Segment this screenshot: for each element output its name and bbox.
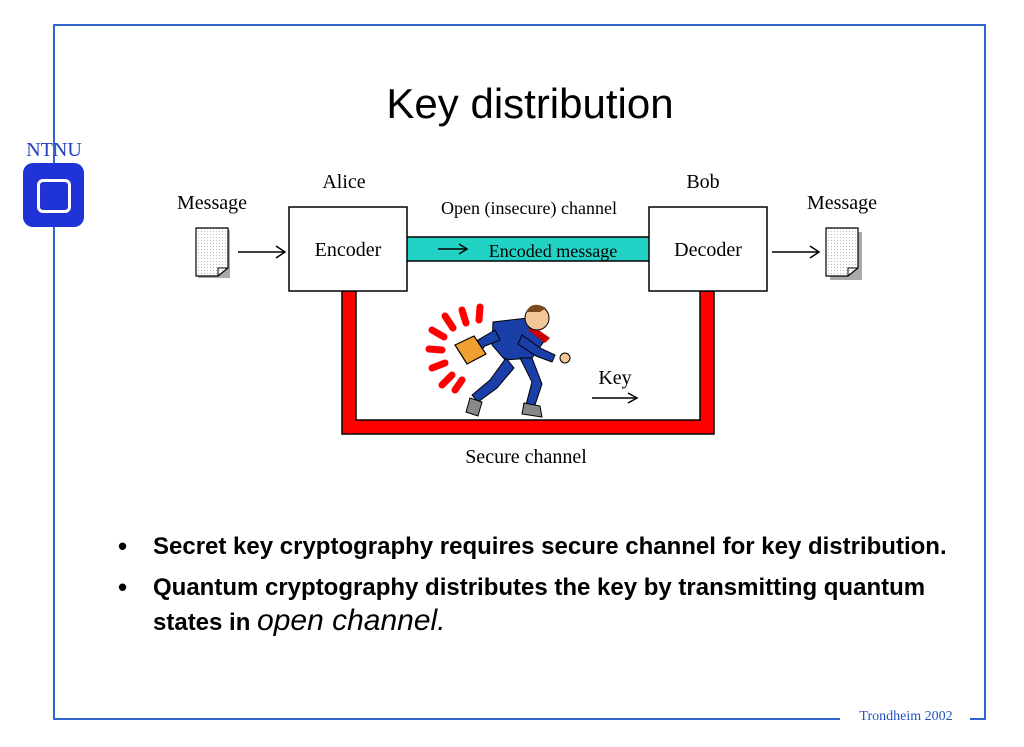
- encoder-box: [288, 206, 408, 292]
- logo-label: NTNU: [26, 139, 82, 161]
- message-document-icon-left: [195, 227, 230, 278]
- decoder-box: [648, 206, 768, 292]
- arrow-icon-message-to-encoder: [238, 245, 287, 259]
- arrow-icon-encoded-message: [438, 243, 469, 255]
- arrow-icon-decoder-to-message: [772, 245, 821, 259]
- bullet-text: Quantum cryptography distributes the key…: [153, 574, 926, 636]
- decoder-label: Decoder: [674, 239, 742, 261]
- secure-channel-label: Secure channel: [465, 446, 587, 468]
- running-courier-icon: [425, 303, 571, 418]
- open-channel-label: Open (insecure) channel: [441, 198, 617, 219]
- encoder-label: Encoder: [315, 239, 382, 261]
- key-label: Key: [598, 367, 631, 389]
- bullet-emphasis: open channel.: [257, 604, 446, 637]
- bullet-dot-icon: •: [118, 531, 128, 561]
- bullet-item: • Secret key cryptography requires secur…: [110, 530, 950, 563]
- footer-text: Trondheim 2002: [859, 709, 953, 724]
- bullet-item: • Quantum cryptography distributes the k…: [110, 571, 950, 639]
- slide-title: Key distribution: [386, 80, 674, 127]
- frame-bottom-border: [53, 718, 840, 720]
- ntnu-logo-icon: [23, 163, 84, 227]
- bullet-text: Secret key cryptography requires secure …: [153, 533, 947, 560]
- arrow-icon-key: [592, 392, 639, 404]
- frame-top-border: [53, 24, 985, 26]
- bob-label: Bob: [686, 171, 719, 193]
- alice-label: Alice: [322, 171, 365, 193]
- frame-bottom-border-end: [970, 718, 986, 720]
- bullet-list: • Secret key cryptography requires secur…: [110, 530, 950, 647]
- frame-left-border: [53, 24, 55, 720]
- encoded-message-label: Encoded message: [489, 241, 617, 261]
- bullet-dot-icon: •: [118, 572, 128, 602]
- frame-right-border: [984, 24, 986, 720]
- message-document-icon-right: [825, 227, 862, 280]
- message-label-left: Message: [177, 192, 247, 214]
- message-label-right: Message: [807, 192, 877, 214]
